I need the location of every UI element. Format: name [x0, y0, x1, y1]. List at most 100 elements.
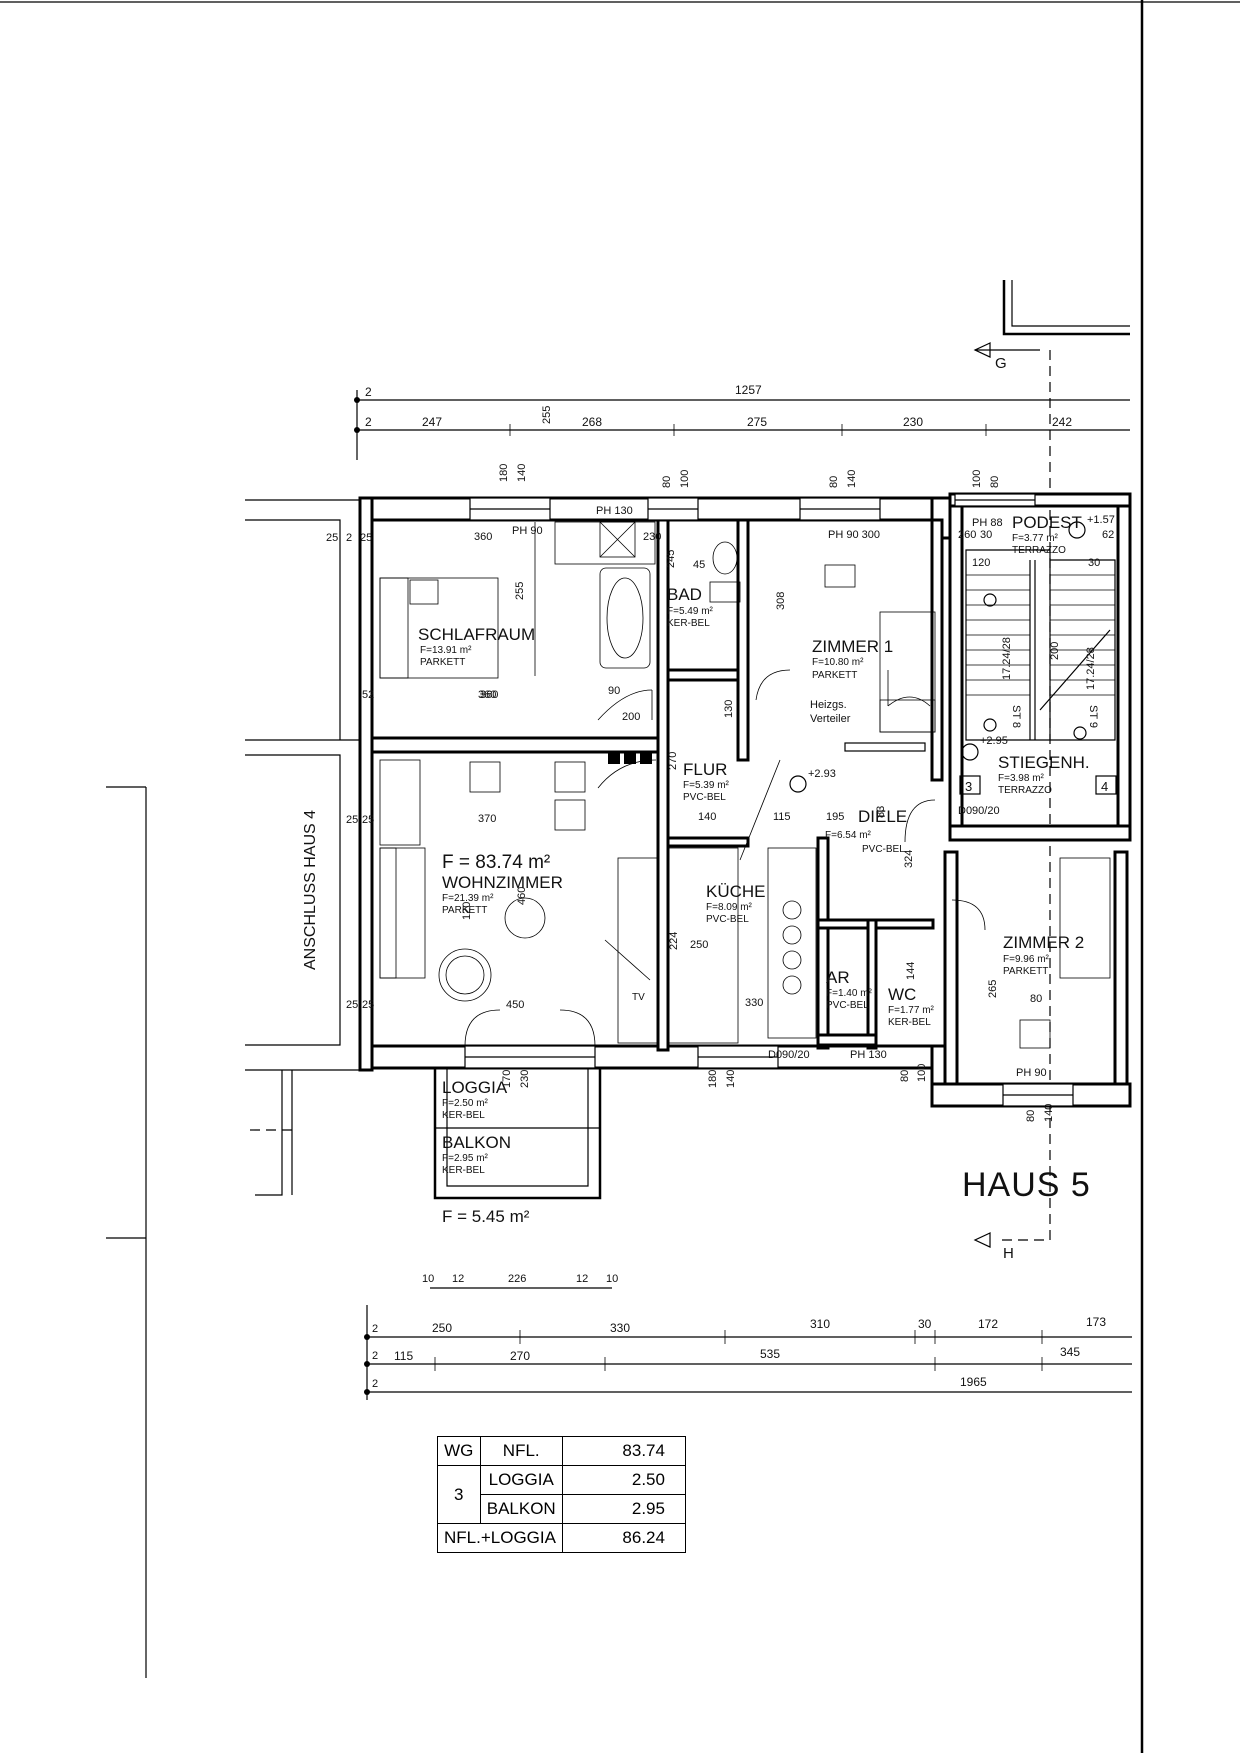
dim-int: 45 [693, 559, 705, 571]
dim-int: 265 [987, 980, 999, 998]
dim-int: 324 [903, 850, 915, 868]
dim-int: 90 [608, 685, 620, 697]
dim-bottom-overall: 1965 [960, 1375, 987, 1389]
room-area: F=6.54 m² [825, 830, 872, 841]
door-ph130-b: PH 130 [850, 1049, 887, 1061]
dim-int: 25 [360, 532, 372, 544]
heating-distributor [844, 742, 926, 752]
dim-window-5: 100 [679, 470, 691, 488]
door-ph90-a: PH 90 [512, 525, 543, 537]
room-floor: PARKETT [812, 670, 857, 681]
dim-bottom-r2-4: 345 [1060, 1345, 1080, 1359]
room-floor: PVC-BEL [683, 792, 726, 803]
stair-box-4: 4 [1101, 779, 1108, 794]
dim-loggia-2: 12 [452, 1273, 464, 1285]
dim-int: 370 [478, 813, 496, 825]
dim-bottom-r1-5: 172 [978, 1317, 998, 1331]
room-name: DIELE [858, 807, 907, 826]
dim-int: 62 [1102, 529, 1114, 541]
dim-bottom-window: 80 [899, 1070, 911, 1082]
windows-bottom [464, 1045, 1074, 1107]
anschluss-label: ANSCHLUSS HAUS 4 [302, 810, 319, 970]
loggia-label: LOGGIA [479, 1465, 563, 1495]
room-floor: KER-BEL [667, 618, 710, 629]
wg-number: 3 [437, 1465, 481, 1524]
dim-int: 230 [643, 531, 661, 543]
dim-bottom-window: 140 [1043, 1104, 1055, 1122]
room-balkon: BALKON F=2.95 m² KER-BEL [442, 1133, 511, 1176]
room-floor: PARKETT [420, 657, 465, 668]
room-bad: BAD F=5.49 m² KER-BEL [667, 585, 714, 629]
room-floor: KER-BEL [442, 1165, 485, 1176]
table-row: BALKON 2.95 [438, 1494, 686, 1524]
room-area: F=10.80 m² [812, 657, 864, 668]
dim-int: 200 [622, 711, 640, 723]
hobs [608, 752, 652, 764]
level-1: +1.57 [1087, 514, 1115, 526]
dim-int: 30 [980, 529, 992, 541]
furniture [379, 521, 1111, 1049]
total-area: F = 83.74 m² [442, 852, 550, 873]
room-name: ZIMMER 1 [812, 637, 893, 656]
section-g-label: G [995, 355, 1007, 372]
room-area: F=3.98 m² [998, 773, 1045, 784]
dim-bottom-r2-3: 535 [760, 1347, 780, 1361]
dim-bottom-r1-3: 310 [810, 1317, 830, 1331]
room-name: BALKON [442, 1133, 511, 1152]
dim-bottom-start-1: 2 [372, 1323, 378, 1335]
nfl-label: NFL. [479, 1436, 563, 1466]
room-area: F=9.96 m² [1003, 954, 1050, 965]
room-area: F=1.77 m² [888, 1005, 935, 1016]
dim-int: 25 [326, 532, 338, 544]
dim-window-2: 180 [498, 464, 510, 482]
room-floor: PVC-BEL [862, 844, 905, 855]
dim-loggia-1: 10 [422, 1273, 434, 1285]
room-area: F=21.39 m² [442, 893, 494, 904]
dim-int: 270 [667, 752, 679, 770]
room-area: F=5.39 m² [683, 780, 730, 791]
room-floor: KER-BEL [442, 1110, 485, 1121]
dim-int: 80 [1030, 993, 1042, 1005]
haus-label: HAUS 5 [962, 1166, 1091, 1204]
section-line: G H [973, 342, 1051, 1262]
room-name: SCHLAFRAUM [418, 625, 535, 644]
room-kueche: KÜCHE F=8.09 m² PVC-BEL [706, 882, 766, 925]
dim-window-3: 140 [516, 464, 528, 482]
room-area: F=5.49 m² [667, 606, 714, 617]
level-markers [789, 521, 1086, 793]
room-floor: PARKETT [1003, 966, 1048, 977]
room-floor: PARKETT [442, 905, 487, 916]
table-row: 3 LOGGIA 2.50 [437, 1465, 686, 1524]
room-floor: PVC-BEL [706, 914, 749, 925]
stair-riser-2: 17.24/28 [1085, 647, 1097, 690]
dim-top-overall: 1257 [735, 383, 762, 397]
dim-int: 245 [665, 550, 677, 568]
dim-top-4: 230 [903, 415, 923, 429]
windows-top [469, 493, 1036, 521]
balkon-value: 2.95 [561, 1494, 686, 1524]
dim-window-9: 80 [989, 476, 1001, 488]
neighbour-wall [1002, 280, 1130, 336]
room-area: F=1.40 m² [826, 988, 873, 999]
interior-dimensions: 360 360 255 25 2 25 52 25 25 370 25 25 4… [326, 529, 1114, 1011]
door-ph130-a: PH 130 [596, 505, 633, 517]
dim-int: 260 [958, 529, 976, 541]
room-floor: KER-BEL [888, 1017, 931, 1028]
dim-bottom-r1-1: 250 [432, 1321, 452, 1335]
dim-int: 200 [1049, 642, 1061, 660]
dim-window-6: 80 [828, 476, 840, 488]
room-name: WOHNZIMMER [442, 873, 563, 892]
dim-bottom-window: 140 [725, 1070, 737, 1088]
dim-loggia-3: 226 [508, 1273, 526, 1285]
room-podest: PODEST F=3.77 m² TERRAZZO [1012, 513, 1082, 556]
dim-int: 250 [690, 939, 708, 951]
door-d090-b: D090/20 [768, 1049, 810, 1061]
door-ph90-300: PH 90 300 [828, 529, 880, 541]
dim-int: 120 [461, 902, 473, 920]
room-area: F=2.95 m² [442, 1153, 489, 1164]
bottom-dimensions: 10 12 226 12 10 2 2 2 250 330 310 30 172 [364, 1064, 1132, 1400]
table-row: NFL.+LOGGIA 86.24 [437, 1523, 686, 1553]
dim-top-1: 247 [422, 415, 442, 429]
room-schlafraum: SCHLAFRAUM F=13.91 m² PARKETT [418, 625, 535, 668]
